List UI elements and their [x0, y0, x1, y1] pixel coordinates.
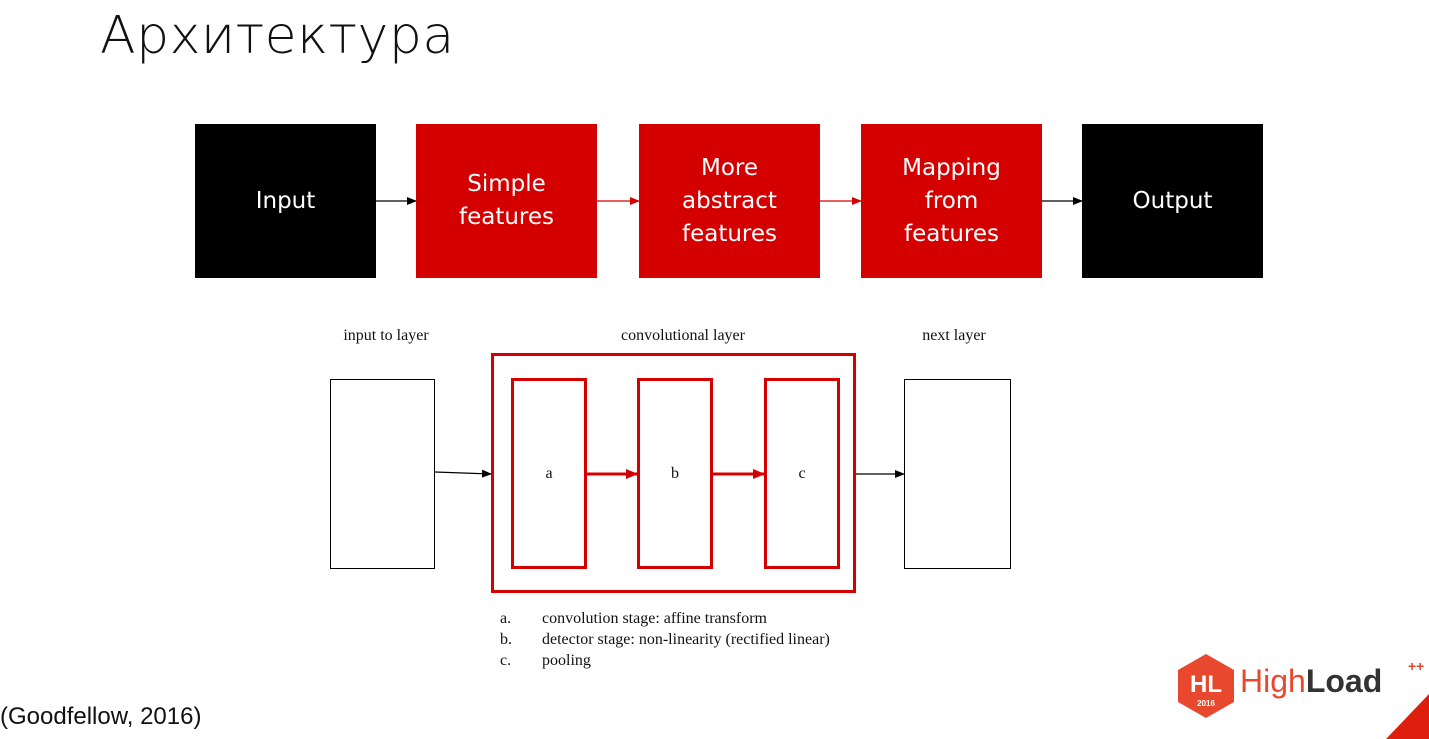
- legend-item: a. convolution stage: affine transform: [500, 608, 830, 629]
- legend-marker: a.: [500, 610, 512, 627]
- legend-marker: b.: [500, 631, 512, 648]
- arrow-icon: [434, 469, 492, 478]
- stage-legend: a. convolution stage: affine transform b…: [500, 608, 830, 671]
- conv-stage-a: a: [511, 378, 587, 569]
- conv-stage-c-label: c: [798, 464, 806, 482]
- conv-stage-b-label: b: [671, 464, 679, 482]
- stage-input: Input: [195, 124, 376, 278]
- stage-simple-features: Simple features: [416, 124, 597, 278]
- next-layer-label: next layer: [922, 327, 986, 344]
- legend-item: b. detector stage: non-linearity (rectif…: [500, 629, 830, 650]
- stage-mapping-from-features: Mapping from features: [861, 124, 1042, 278]
- input-layer-box: [330, 379, 435, 569]
- legend-item: c. pooling: [500, 650, 830, 671]
- input-to-layer-label: input to layer: [343, 327, 429, 344]
- next-layer-box: [904, 379, 1011, 569]
- slide-title: Архитектура: [100, 6, 455, 66]
- conv-stage-c: c: [764, 378, 840, 569]
- legend-text: detector stage: non-linearity (rectified…: [542, 631, 830, 648]
- stage-output: Output: [1082, 124, 1263, 278]
- logo-wordmark: HighLoad: [1240, 663, 1382, 700]
- highload-logo: HL 2016 HighLoad ++: [1172, 650, 1429, 739]
- legend-text: pooling: [542, 652, 591, 669]
- convolutional-layer-label: convolutional layer: [621, 327, 745, 344]
- conv-stage-a-label: a: [545, 464, 553, 482]
- logo-badge-text: HL: [1190, 671, 1222, 698]
- citation: (Goodfellow, 2016): [0, 703, 202, 730]
- hexagon-logo-icon: HL 2016: [1178, 654, 1429, 739]
- logo-year-text: 2016: [1197, 699, 1215, 708]
- logo-plus: ++: [1408, 658, 1425, 674]
- stage-more-abstract-features: More abstract features: [639, 124, 820, 278]
- convolutional-layer-box: [491, 353, 856, 593]
- legend-text: convolution stage: affine transform: [542, 610, 767, 627]
- logo-word-load: Load: [1305, 663, 1383, 699]
- legend-marker: c.: [500, 652, 512, 669]
- conv-stage-b: b: [637, 378, 713, 569]
- logo-word-high: High: [1240, 663, 1306, 699]
